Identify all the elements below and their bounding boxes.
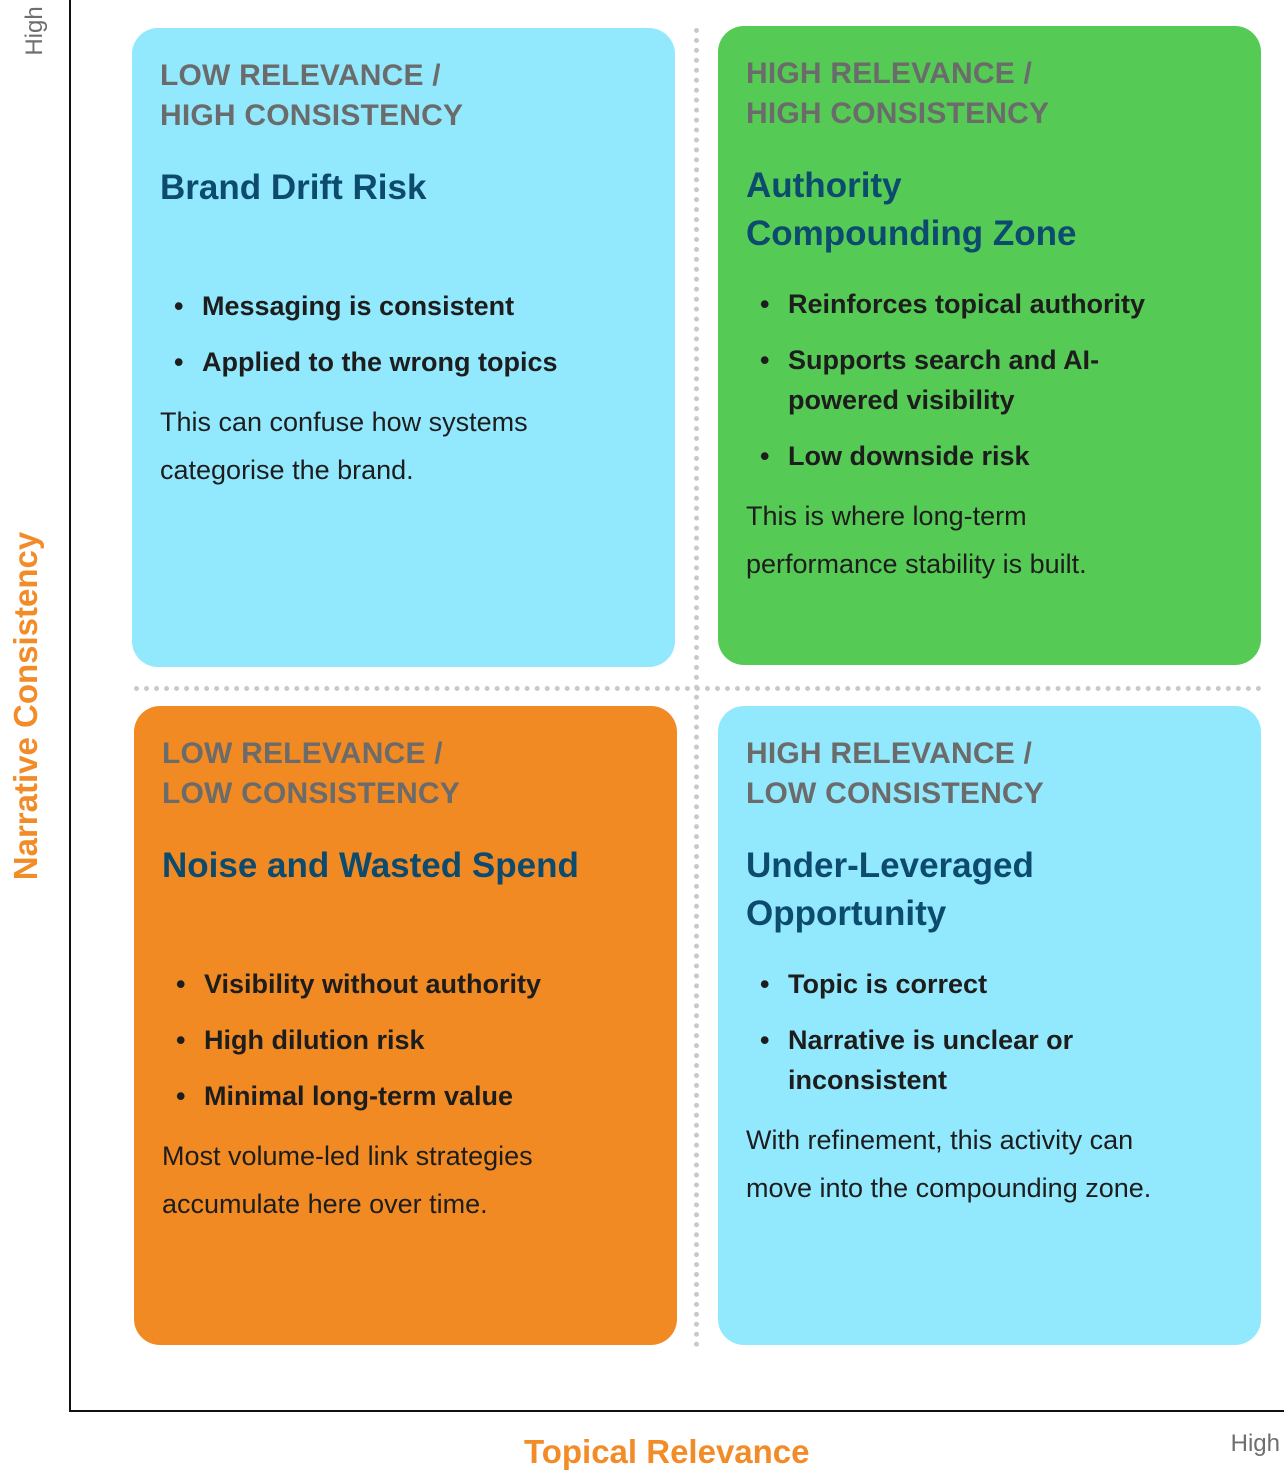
bullet-item: Low downside risk — [760, 436, 1233, 476]
x-axis-high-label: High — [1230, 1430, 1280, 1457]
quadrant-title: Noise and Wasted Spend — [162, 842, 649, 890]
bullet-item: Minimal long-term value — [176, 1076, 649, 1116]
quadrant-bullet-list: Reinforces topical authority Supports se… — [746, 284, 1233, 476]
bullet-item: Narrative is unclear or inconsistent — [760, 1020, 1128, 1100]
quadrant-title: Brand Drift Risk — [160, 164, 647, 212]
quadrant-title-line: Opportunity — [746, 894, 947, 933]
quadrant-label-line: LOW CONSISTENCY — [162, 777, 461, 810]
quadrant-under-leveraged-opportunity: HIGH RELEVANCE / LOW CONSISTENCY Under-L… — [718, 706, 1261, 1345]
bullet-item: Visibility without authority — [176, 964, 649, 1004]
quadrant-description: Most volume-led link strategies accumula… — [162, 1132, 649, 1228]
y-axis-high-label-wrap: High — [20, 0, 50, 62]
quadrant-label-line: HIGH RELEVANCE / — [746, 737, 1033, 770]
quadrant-label: HIGH RELEVANCE / HIGH CONSISTENCY — [746, 54, 1233, 134]
horizontal-divider — [134, 686, 1262, 691]
quadrant-bullet-list: Visibility without authority High diluti… — [162, 964, 649, 1116]
quadrant-label: HIGH RELEVANCE / LOW CONSISTENCY — [746, 734, 1233, 814]
quadrant-bullet-list: Messaging is consistent Applied to the w… — [160, 286, 647, 382]
description-line: Most volume-led link strategies — [162, 1141, 533, 1171]
description-line: This can confuse how systems — [160, 407, 528, 437]
quadrant-description: This can confuse how systems categorise … — [160, 398, 647, 494]
bullet-item: Messaging is consistent — [174, 286, 647, 326]
quadrant-label-line: LOW CONSISTENCY — [746, 777, 1045, 810]
quadrant-description: This is where long-term performance stab… — [746, 492, 1233, 588]
quadrant-authority-compounding-zone: HIGH RELEVANCE / HIGH CONSISTENCY Author… — [718, 26, 1261, 665]
quadrant-title: Under-Leveraged Opportunity — [746, 842, 1233, 938]
quadrant-title: Authority Compounding Zone — [746, 162, 1233, 258]
quadrant-brand-drift-risk: LOW RELEVANCE / HIGH CONSISTENCY Brand D… — [132, 28, 675, 667]
quadrant-label-line: HIGH CONSISTENCY — [160, 99, 464, 132]
description-line: categorise the brand. — [160, 455, 414, 485]
quadrant-description: With refinement, this activity can move … — [746, 1116, 1233, 1212]
x-axis-title: Topical Relevance — [524, 1433, 810, 1470]
bullet-item: Applied to the wrong topics — [174, 342, 647, 382]
description-line: This is where long-term — [746, 501, 1027, 531]
quadrant-title-line: Under-Leveraged — [746, 846, 1034, 885]
bullet-item: Reinforces topical authority — [760, 284, 1233, 324]
quadrant-title-line: Authority — [746, 166, 902, 205]
quadrant-title-line: Brand Drift Risk — [160, 168, 427, 207]
description-line: With refinement, this activity can — [746, 1125, 1134, 1155]
bullet-item: Topic is correct — [760, 964, 1233, 1004]
x-axis-line — [69, 1410, 1284, 1412]
quadrant-label-line: HIGH RELEVANCE / — [746, 57, 1033, 90]
quadrant-noise-and-wasted-spend: LOW RELEVANCE / LOW CONSISTENCY Noise an… — [134, 706, 677, 1345]
bullet-item: High dilution risk — [176, 1020, 649, 1060]
description-line: move into the compounding zone. — [746, 1173, 1152, 1203]
quadrant-bullet-list: Topic is correct Narrative is unclear or… — [746, 964, 1233, 1100]
quadrant-label-line: HIGH CONSISTENCY — [746, 97, 1050, 130]
description-line: accumulate here over time. — [162, 1189, 488, 1219]
y-axis-high-label: High — [21, 6, 48, 56]
y-axis-title: Narrative Consistency — [7, 531, 44, 881]
bullet-item: Supports search and AI-powered visibilit… — [760, 340, 1148, 420]
quadrant-label-line: LOW RELEVANCE / — [160, 59, 441, 92]
quadrant-title-line: Noise and Wasted Spend — [162, 846, 579, 885]
y-axis-title-wrap: Narrative Consistency — [4, 520, 48, 892]
y-axis-line — [69, 0, 71, 1412]
quadrant-label: LOW RELEVANCE / LOW CONSISTENCY — [162, 734, 649, 814]
quadrant-label-line: LOW RELEVANCE / — [162, 737, 443, 770]
description-line: performance stability is built. — [746, 549, 1087, 579]
quadrant-title-line: Compounding Zone — [746, 214, 1077, 253]
quadrant-label: LOW RELEVANCE / HIGH CONSISTENCY — [160, 56, 647, 136]
